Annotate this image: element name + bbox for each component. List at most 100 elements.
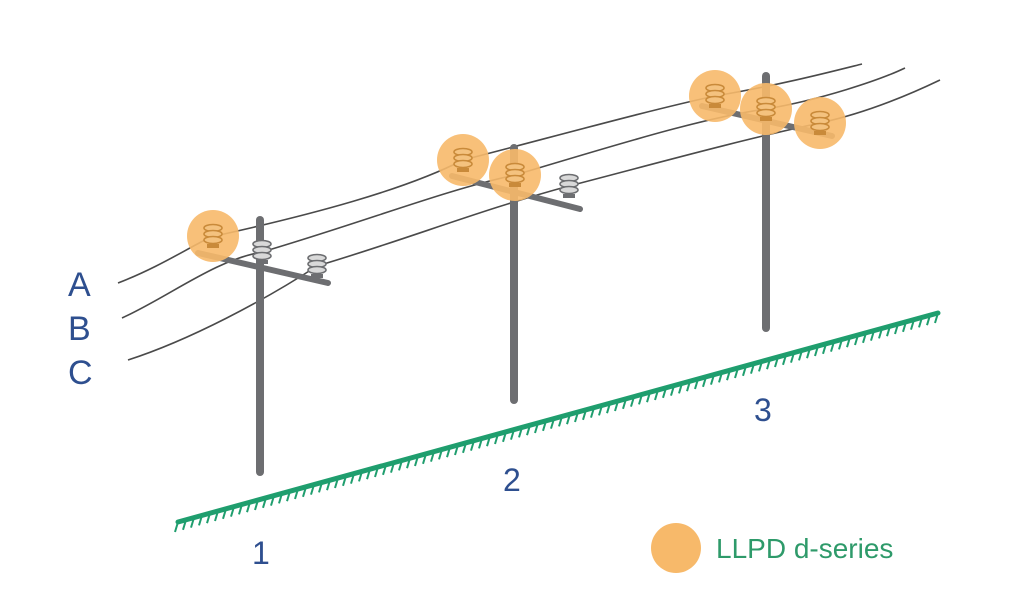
insulator-base [760, 117, 772, 121]
ground-hatch-mark [878, 328, 883, 339]
ground-hatch-mark [286, 490, 291, 502]
ground-hatch-mark [798, 350, 803, 361]
ground-hatch-mark [590, 407, 595, 418]
ground-hatch-mark [574, 411, 579, 423]
ground-hatch-mark [854, 334, 859, 346]
ground-hatch-mark [606, 402, 611, 414]
ground-hatch-mark [630, 396, 635, 407]
poles [195, 72, 835, 476]
ground-hatch-mark [502, 431, 507, 443]
insulators [187, 70, 846, 278]
ground-hatch-mark [366, 468, 371, 480]
insulator-base [509, 183, 521, 187]
insulator-base [207, 244, 219, 248]
ground-hatch-mark [534, 422, 539, 434]
ground-hatch-mark [326, 479, 331, 491]
ground-hatch-mark [438, 449, 443, 460]
ground-hatch-mark [598, 405, 603, 416]
ground-hatch-mark [766, 358, 771, 370]
ground-hatch-mark [710, 374, 715, 385]
ground-hatch-mark [806, 347, 811, 359]
ground-hatch-mark [742, 365, 747, 377]
phase-label-c: C [68, 354, 93, 392]
ground-hatch-mark [662, 387, 667, 399]
ground-hatch-mark [278, 493, 283, 504]
pole-number-2: 2 [503, 462, 521, 498]
ground-hatch-mark [670, 385, 675, 396]
ground-hatch-mark [342, 475, 347, 487]
ground-hatch-mark [174, 521, 179, 533]
insulator-base [563, 194, 575, 198]
ground-hatch-mark [830, 341, 835, 352]
pole-number-1: 1 [252, 535, 270, 571]
ground-hatch-mark [422, 453, 427, 465]
ground-hatch-mark [870, 330, 875, 341]
ground-hatch-mark [750, 363, 755, 374]
ground-hatch-mark [926, 314, 931, 326]
ground-hatch-mark [918, 317, 923, 328]
insulator-disc [705, 95, 725, 105]
pole-number-3: 3 [754, 392, 772, 428]
insulator-base [256, 260, 268, 264]
ground-hatch-mark [702, 376, 707, 388]
pole-3-insulator-c [794, 97, 846, 149]
ground-hatch-mark [406, 457, 411, 469]
ground-hatch-mark [694, 378, 699, 390]
ground-hatch-mark [894, 323, 899, 335]
pole-1-insulator-b [252, 239, 272, 264]
insulator-base [814, 131, 826, 135]
ground-hatch-mark [542, 420, 547, 432]
ground-hatch-mark [718, 372, 723, 383]
ground-hatch-mark [510, 429, 515, 440]
ground-hatch-mark [470, 440, 475, 451]
ground-hatch-mark [622, 398, 627, 410]
ground-hatch-mark [246, 501, 251, 513]
ground-hatch-mark [790, 352, 795, 363]
insulator-disc [559, 185, 579, 195]
ground-hatch-mark [774, 356, 779, 368]
ground-hatch-mark [910, 319, 915, 330]
ground-hatch-mark [446, 446, 451, 458]
ground-hatch-mark [886, 325, 891, 337]
ground-hatch-mark [654, 389, 659, 401]
ground-hatch-mark [646, 391, 651, 403]
ground-hatch-mark [494, 433, 499, 445]
ground-hatch-mark [198, 515, 203, 526]
ground-hatch-mark [902, 321, 907, 333]
pole-2-insulator-a [437, 134, 489, 186]
ground-hatch-mark [678, 383, 683, 394]
insulator-disc [203, 235, 223, 245]
pole-2-insulator-b [489, 149, 541, 201]
ground-hatch-mark [382, 464, 387, 476]
ground-hatch-mark [726, 369, 731, 381]
ground-hatch-mark [310, 484, 315, 495]
ground-hatch-mark [486, 435, 491, 447]
ground-hatch-mark [358, 471, 363, 482]
ground-hatch-mark [374, 466, 379, 478]
pole-1-insulator-c [307, 253, 327, 278]
ground-hatch-mark [846, 336, 851, 348]
ground-hatch-mark [734, 367, 739, 379]
ground-hatch-mark [558, 416, 563, 427]
ground-hatch-mark [686, 380, 691, 392]
ground-hatch-mark [182, 519, 187, 531]
ground-hatch-mark [782, 354, 787, 366]
legend-label: LLPD d-series [716, 533, 894, 564]
ground-hatch-mark [638, 394, 643, 405]
pole-2-insulator-c [559, 173, 579, 198]
ground-hatch-mark [478, 438, 483, 449]
ground-hatch-mark [566, 413, 571, 425]
ground-hatch-mark [430, 451, 435, 462]
ground-hatch-mark [294, 488, 299, 500]
ground-hatch-mark [190, 517, 195, 528]
ground-hatch-mark [334, 477, 339, 489]
ground-hatch-mark [934, 312, 939, 324]
legend-marker [651, 523, 701, 573]
ground-hatch-mark [270, 495, 275, 506]
ground-hatch-mark [206, 512, 211, 524]
insulator-base [457, 168, 469, 172]
insulator-base [311, 274, 323, 278]
ground-hatch-mark [614, 400, 619, 412]
ground-hatch-mark [262, 497, 267, 509]
ground-hatch-mark [526, 424, 531, 436]
